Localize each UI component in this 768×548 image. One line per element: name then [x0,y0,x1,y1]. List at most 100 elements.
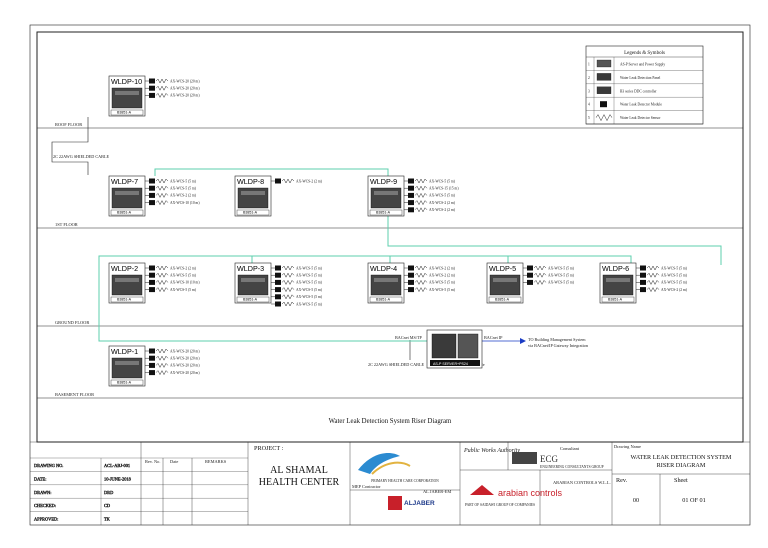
sensor-label: AX-WCS-5 (5 m) [170,288,197,292]
panel-part-label: B3851-A [117,298,132,302]
sensor-row: AX-WCS-10 (10 m) [145,279,200,285]
leak-sensor-icon [646,287,660,293]
rev-label: Rev. [616,477,628,484]
leak-sensor-icon [414,185,428,191]
leak-sensor-icon [414,279,428,285]
asp-server[interactable]: AS-P SERVER+PS24 [426,329,483,369]
leak-sensor-icon [414,287,428,293]
sensor-label: AX-WCS-2 (2 m) [429,208,456,212]
rev-value: 00 [633,497,639,504]
riser-cable-label-upper: 2C 22AWG SHIELDED CABLE [53,154,110,159]
leak-sensor-icon [281,272,295,278]
detector-module-icon [408,272,414,278]
legend-row-text: B3 series DDC controller [620,89,657,93]
title-row-label: APPROVED: [34,517,58,522]
arabian-company-name: ARABIAN CONTROLS W.L.L. [553,480,611,485]
panel-id-label: WLDP-5 [489,264,516,273]
diagram-title: Water Leak Detection System Riser Diagra… [329,418,452,425]
detector-module-icon [408,185,414,191]
sensor-row: AX-WCS-5 (5 m) [404,192,456,198]
sensor-row: AX-WCS-5 (5 m) [404,178,456,184]
detector-module-icon [149,92,155,98]
detector-module-icon [149,272,155,278]
sensor-row: AX-WCS-5 (5 m) [145,178,197,184]
leak-sensor-icon [155,185,169,191]
panel-part-label: B3851-A [243,211,258,215]
legend-row-text: Water Leak Detector Sensor [620,116,661,120]
detector-module-icon [408,178,414,184]
detector-module-icon [149,85,155,91]
detector-module-icon [408,287,414,293]
arabian-logo-icon [470,485,494,495]
sensor-label: AX-WCS-5 (5 m) [296,295,323,299]
sensor-row: AX-WCS-5 (5 m) [271,287,323,293]
sensor-label: AX-WCS-5 (5 m) [661,274,688,278]
module-symbol-icon [600,101,607,108]
sensor-row: AX-WCS-5 (5 m) [523,272,575,278]
sensor-row: AX-WCS-5 (5 m) [271,301,323,307]
drawing-name-line2: RISER DIAGRAM [657,462,706,469]
leak-sensor-icon [533,279,547,285]
sensor-label: AX-WCS-2 (2 m) [170,266,197,270]
consultant-name: ECG [540,454,559,464]
sensor-label: AX-WCS-2 (2 m) [429,201,456,205]
leak-sensor-icon [155,85,169,91]
sensor-row: AX-WCS-20 (20 m) [145,85,200,91]
panel-part-label: B3851-A [608,298,623,302]
sensor-row: AX-WCS-2 (2 m) [636,287,688,293]
sensor-label: AX-WCS-5 (5 m) [296,266,323,270]
mep-contractor-label: MEP Contractor [352,484,381,489]
detector-module-icon [275,272,281,278]
sensor-row: AX-WCS-2 (2 m) [404,272,456,278]
sensor-label: AX-WCS-2 (2 m) [170,194,197,198]
sensor-row: AX-WCS-2 (2 m) [145,192,197,198]
riser-cable-label-lower: 2C 22AWG SHIELDED CABLE [368,362,425,367]
consultant-caption: ENGINEERING CONSULTANTS GROUP [540,465,604,469]
leak-sensor-icon [155,178,169,184]
bacnet-mstp-label: BACnet MS/TP [395,335,423,340]
sensor-row: AX-WCS-5 (5 m) [145,185,197,191]
sensor-row: AX-WCS-20 (20 m) [145,362,200,368]
sensor-row: AX-WCS-20 (20 m) [145,78,200,84]
leak-sensor-icon [281,294,295,300]
pwa-name: Public Works Authority [463,448,520,454]
sensor-row: AX-WCS-20 (20 m) [145,370,200,376]
title-block: DRAWING NO.ACL-ABJ-001DATE:10-JUNE-2018D… [30,441,750,525]
sensor-label: AX-WCS-5 (5 m) [661,281,688,285]
leak-sensor-icon [533,272,547,278]
panel-part-label: B3851-A [376,211,391,215]
sensor-row: AX-WCS-20 (20 m) [145,92,200,98]
panel-id-label: WLDP-10 [111,77,142,86]
sensor-label: AX-WCS-20 (20 m) [170,371,200,375]
riser-cable: 2C 22AWG SHIELDED CABLE 2C 22AWG SHIELDE… [51,117,425,367]
sensor-row: AX-WCS-2 (2 m) [404,207,456,213]
sensor-label: AX-WCS-5 (5 m) [170,274,197,278]
legend-row-text: AS-P Server and Power Supply [620,63,665,67]
leak-sensor-icon [414,272,428,278]
floor-lines: ROOF FLOOR 1ST FLOOR GROUND FLOOR BASEME… [37,122,743,399]
bacnet-ip-label: BACnet IP [484,335,503,340]
legend-row-text: Water Leak Detection Panel [620,76,660,80]
leak-sensor-icon [155,265,169,271]
detector-module-icon [275,265,281,271]
floor-label-ground: GROUND FLOOR [55,320,89,325]
sensor-row: AX-WCS-2 (2 m) [271,178,323,184]
panel-part-label: B3851-A [117,111,132,115]
sensor-label: AX-WCS-5 (5 m) [296,288,323,292]
sensor-row: AX-WCS-5 (5 m) [271,279,323,285]
leak-sensor-icon [414,200,428,206]
detector-module-icon [640,272,646,278]
